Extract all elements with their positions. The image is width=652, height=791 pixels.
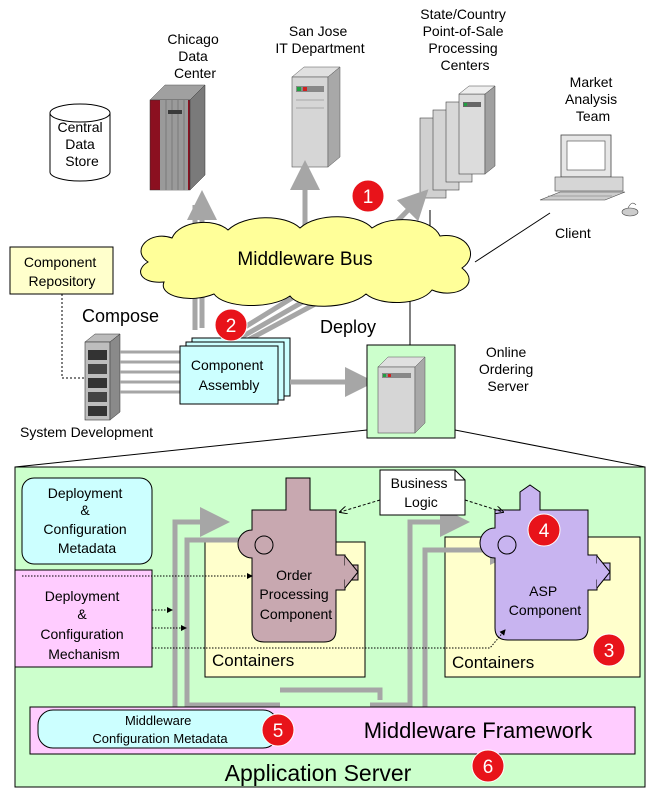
server-tower-icon	[291, 66, 341, 168]
middleware-bus-label: Middleware Bus	[237, 249, 372, 270]
badge-4: 4	[527, 513, 561, 547]
asp-component	[479, 484, 611, 641]
central-data-store-label: Central Data Store	[57, 119, 106, 169]
repository-link	[61, 294, 85, 379]
metadata-label: Deployment & Configuration Metadata	[43, 485, 130, 556]
mechanism-label: Deployment & Configuration Mechanism	[40, 588, 127, 662]
component-assembly-label: Component Assembly	[191, 357, 267, 393]
pos-centers-label: State/Country Point-of-Sale Processing C…	[420, 6, 510, 73]
badge-3: 3	[592, 633, 626, 667]
mainframe-icon	[149, 84, 206, 191]
svg-text:2: 2	[226, 316, 237, 337]
middleware-loop-arrows	[172, 507, 520, 718]
badge-2: 2	[214, 308, 248, 342]
central-data-store-icon	[49, 103, 111, 182]
svg-text:4: 4	[539, 521, 550, 542]
metadata-box	[21, 477, 153, 565]
badge-1: 1	[351, 179, 385, 213]
business-logic-pointers	[340, 499, 503, 512]
asp-component-label: ASP Component	[509, 583, 581, 618]
order-component-label: Order Processing Component	[259, 567, 332, 622]
svg-text:5: 5	[273, 721, 284, 742]
order-processing-component	[237, 477, 359, 643]
component-repository-box	[9, 246, 114, 295]
component-assembly-stack	[179, 337, 291, 405]
market-team-label: Market Analysis Team	[565, 74, 621, 124]
component-repository-label: Component Repository	[24, 254, 100, 289]
svg-text:6: 6	[483, 757, 494, 778]
badge-5: 5	[261, 713, 295, 747]
middleware-bus-cloud	[140, 216, 472, 307]
mechanism-connectors	[22, 573, 506, 649]
chicago-data-center-label: Chicago Data Center	[167, 31, 222, 81]
containers-left-label: Containers	[212, 651, 294, 670]
compose-label: Compose	[82, 306, 159, 326]
mechanism-box	[14, 569, 153, 668]
application-server-label: Application Server	[225, 760, 412, 786]
system-development-label: System Development	[20, 424, 153, 440]
business-logic-label: Business Logic	[391, 475, 452, 510]
badge-6: 6	[471, 749, 505, 783]
computer-icon	[539, 134, 639, 217]
online-server-label: Online Ordering Server	[479, 344, 537, 394]
deploy-label: Deploy	[320, 317, 376, 337]
server-cluster-icon	[419, 85, 496, 199]
svg-text:3: 3	[604, 641, 615, 662]
business-logic-note	[379, 469, 466, 516]
zoom-lines	[14, 429, 646, 468]
middleware-config-label: Middleware Configuration Metadata	[92, 713, 228, 746]
online-server-icon	[377, 356, 426, 434]
assembly-feed-lines	[120, 350, 180, 394]
svg-text:1: 1	[363, 187, 374, 208]
containers-right-label: Containers	[452, 653, 534, 672]
san-jose-label: San Jose IT Department	[275, 23, 364, 56]
middleware-framework-label: Middleware Framework	[364, 718, 594, 743]
client-label: Client	[555, 225, 591, 241]
development-server-icon	[84, 333, 121, 421]
